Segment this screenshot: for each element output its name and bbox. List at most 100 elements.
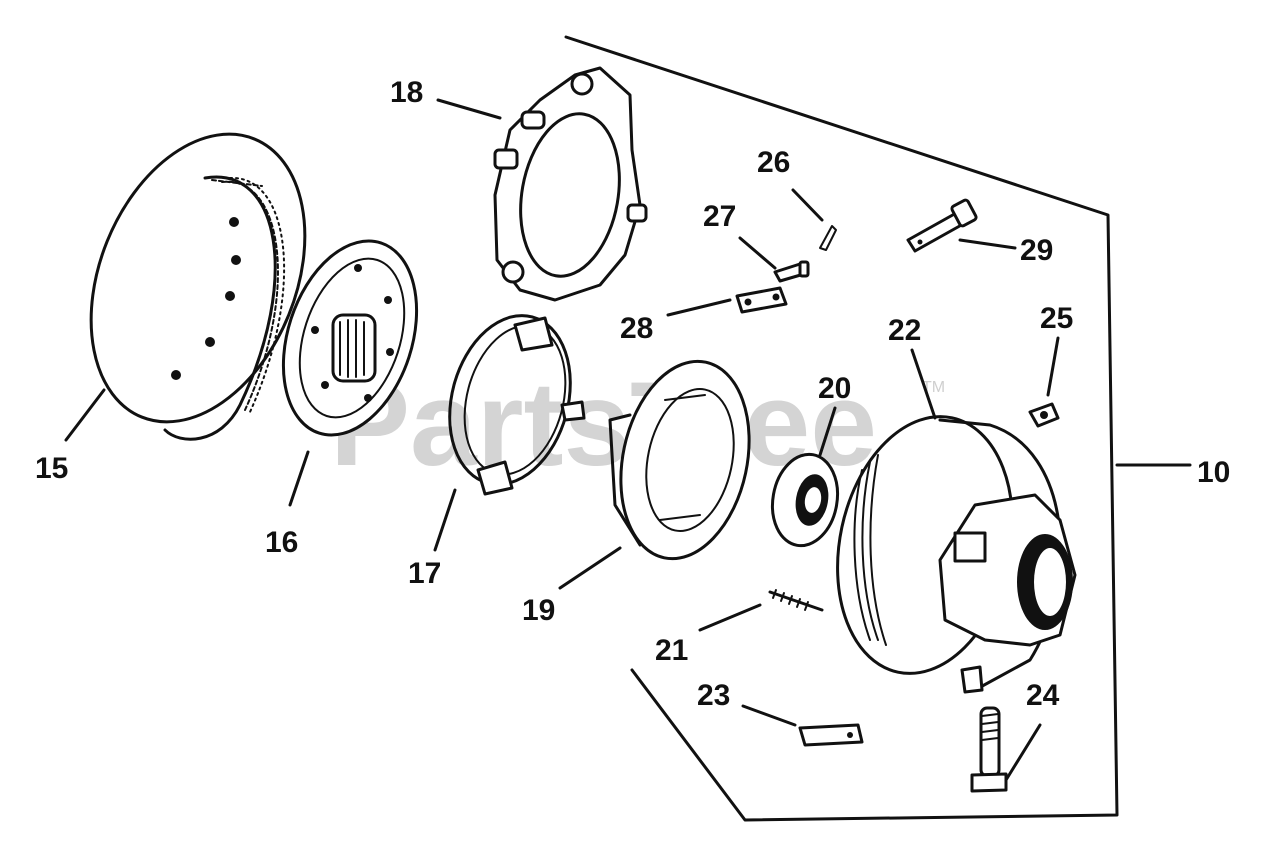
leader-23: [741, 704, 797, 727]
leader-25: [1046, 336, 1060, 397]
flange-bolt-hole-1: [354, 264, 362, 272]
label-17: 17: [408, 557, 441, 590]
part-25-nut[interactable]: [1028, 402, 1060, 428]
clevis-pin-head: [798, 260, 810, 278]
plate-hub-side: [608, 413, 642, 547]
watermark-trademark: TM: [922, 379, 945, 396]
drum-tab: [960, 665, 984, 694]
label-22: 22: [888, 314, 921, 347]
label-16: 16: [265, 526, 298, 559]
drum-grooves: [853, 454, 887, 646]
leader-24: [1004, 723, 1042, 782]
leader-26: [791, 188, 824, 222]
part-21-spring[interactable]: [768, 589, 824, 612]
leader-21: [698, 603, 762, 632]
housing-ear-top: [570, 72, 594, 96]
drum-hub-bore-inner: [1034, 548, 1066, 616]
label-20: 20: [818, 372, 851, 405]
label-28: 28: [620, 312, 653, 345]
part-29-long-pin[interactable]: [906, 198, 978, 253]
label-23: 23: [697, 679, 730, 712]
flange-bolt-hole-3: [386, 348, 394, 356]
label-25: 25: [1040, 302, 1073, 335]
drum-back-rim: [89, 132, 307, 424]
drum-hole-5: [231, 255, 241, 265]
plate-inner-ring: [645, 388, 735, 532]
part-23-key-plate[interactable]: [798, 723, 864, 747]
band-bottom-tab: [476, 460, 514, 496]
link-body: [735, 286, 788, 314]
part-19-pressure-plate[interactable]: [604, 349, 767, 570]
housing-right-stud: [626, 203, 648, 223]
long-pin-head: [950, 198, 978, 228]
bolt-head: [970, 772, 1008, 793]
leader-29: [958, 238, 1017, 250]
housing-left-stud: [493, 148, 519, 170]
key-plate-hole: [847, 732, 853, 738]
leader-18: [436, 98, 502, 120]
flange-inner-ring: [298, 257, 406, 419]
label-10: 10: [1197, 456, 1230, 489]
link-hole-2: [772, 293, 780, 301]
label-18: 18: [390, 76, 423, 109]
part-27-clevis-pin[interactable]: [773, 260, 810, 283]
label-15: 15: [35, 452, 68, 485]
key-plate-body: [798, 723, 864, 747]
label-29: 29: [1020, 234, 1053, 267]
leader-20: [818, 406, 837, 457]
part-20-bearing[interactable]: [765, 449, 844, 551]
drum-knurled-edge-inner: [229, 176, 286, 413]
spring-coils: [772, 589, 809, 611]
part-24-bolt[interactable]: [970, 706, 1008, 793]
drum-hole-3: [205, 337, 215, 347]
flange-bolt-hole-2: [384, 296, 392, 304]
part-22-clutch-drum[interactable]: [815, 400, 1077, 694]
part-26-cotter-pin[interactable]: [819, 225, 837, 251]
leader-28: [666, 298, 732, 317]
part-labels: 18 15 16 17 19 20 21 22 23 24 25 26 27 2…: [35, 76, 1230, 712]
label-19: 19: [522, 594, 555, 627]
spring-body: [768, 590, 824, 612]
part-15-brake-drum[interactable]: [51, 102, 345, 454]
bolt-shank: [979, 706, 1001, 778]
leader-17: [433, 488, 457, 552]
flange-bolt-hole-5: [321, 381, 329, 389]
drum-hole-4: [171, 370, 181, 380]
leader-19: [558, 546, 622, 590]
long-pin-hole: [917, 239, 923, 245]
label-24: 24: [1026, 679, 1060, 712]
link-hole-1: [744, 298, 752, 306]
assembly-outline: [564, 35, 1119, 822]
flange-bolt-hole-6: [311, 326, 319, 334]
bearing-bore: [804, 487, 822, 513]
band-top-tab: [513, 316, 554, 352]
housing-ear-bottom: [501, 260, 525, 284]
leader-22: [910, 348, 937, 420]
housing-top-boss: [520, 110, 546, 130]
drum-hole-1: [229, 217, 239, 227]
leader-16: [288, 450, 310, 507]
part-16-hub-flange[interactable]: [260, 224, 440, 453]
part-18-brake-housing[interactable]: [493, 66, 648, 302]
leader-lines: [64, 98, 1192, 782]
label-21: 21: [655, 634, 688, 667]
housing-bore: [519, 112, 621, 278]
part-28-link[interactable]: [735, 286, 788, 314]
cotter-pin-body: [819, 225, 837, 251]
band-side-tab: [560, 400, 586, 422]
assembly-bracket-line: [564, 35, 1119, 822]
flange-bolt-hole-4: [364, 394, 372, 402]
plate-ribs: [659, 394, 706, 521]
bolt-threads: [981, 713, 999, 741]
nut-hole: [1040, 411, 1048, 419]
drum-hub-lug: [953, 531, 987, 563]
leader-27: [738, 236, 777, 270]
part-17-brake-band[interactable]: [432, 302, 589, 498]
drum-hole-2: [225, 291, 235, 301]
label-27: 27: [703, 200, 736, 233]
flange-splines: [339, 319, 365, 378]
leader-15: [64, 388, 106, 442]
label-26: 26: [757, 146, 790, 179]
